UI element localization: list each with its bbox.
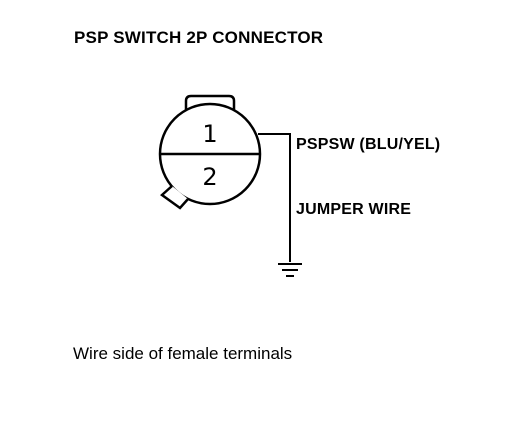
diagram-title: PSP SWITCH 2P CONNECTOR: [74, 28, 324, 47]
connector-key-notch: [160, 185, 189, 210]
pin-1-number: 1: [202, 120, 217, 148]
wire-color-label: PSPSW (BLU/YEL): [296, 136, 441, 153]
view-caption: Wire side of female terminals: [73, 344, 293, 363]
jumper-wire-line: [258, 133, 291, 262]
ground-icon: [278, 263, 302, 277]
jumper-wire-label: JUMPER WIRE: [296, 201, 412, 218]
pin-2-number: 2: [202, 163, 217, 191]
